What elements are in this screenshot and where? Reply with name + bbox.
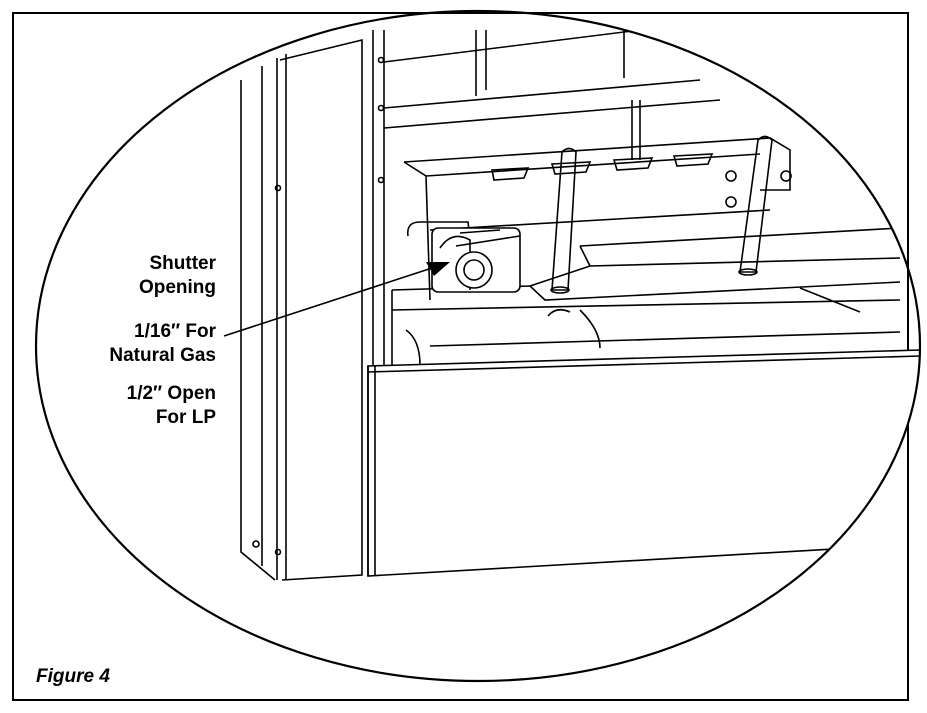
- natural-gas-label-line1: 1/16″ For: [134, 321, 216, 342]
- shutter-opening-label: Shutter Opening: [110, 252, 216, 300]
- air-shutter-assembly: [406, 221, 521, 293]
- shutter-label-line2: Opening: [138, 277, 216, 298]
- figure-caption: Figure 4: [36, 666, 110, 687]
- burner-tray: [403, 137, 792, 301]
- shutter-label-line1: Shutter: [149, 253, 217, 274]
- front-door-panel: [367, 349, 920, 577]
- burner-rail: [391, 227, 901, 370]
- appliance-interior: [240, 28, 920, 581]
- callout-leader-arrow: [223, 262, 450, 337]
- side-panel: [240, 38, 363, 581]
- natural-gas-label: 1/16″ For Natural Gas: [90, 320, 216, 368]
- back-wall: [372, 28, 721, 372]
- igniter-posts: [550, 135, 773, 294]
- lp-label-line2: For LP: [155, 407, 216, 428]
- lp-label: 1/2″ Open For LP: [110, 382, 216, 430]
- lp-label-line1: 1/2″ Open: [126, 383, 216, 404]
- natural-gas-label-line2: Natural Gas: [109, 345, 216, 366]
- magnification-oval: [34, 9, 922, 683]
